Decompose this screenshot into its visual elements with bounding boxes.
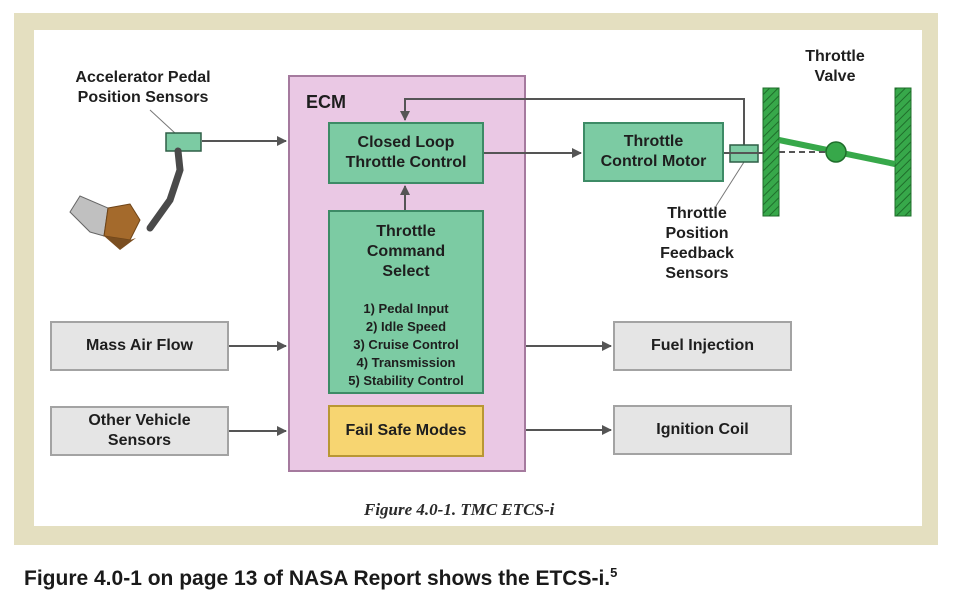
throttle-control-motor-box: Throttle Control Motor — [583, 122, 724, 182]
figure-caption: Figure 4.0-1. TMC ETCS-i — [364, 500, 555, 519]
accelerator-pedal-label: Accelerator Pedal Position Sensors — [75, 69, 211, 106]
throttle-command-select-title: Throttle Command Select — [366, 223, 446, 280]
other-vehicle-sensors-box: Other Vehicle Sensors — [50, 406, 229, 456]
fail-safe-modes-box: Fail Safe Modes — [328, 405, 484, 457]
feedback-label-pointer — [715, 161, 745, 207]
ignition-coil-box: Ignition Coil — [613, 405, 792, 455]
throttle-valve-icon — [724, 87, 912, 217]
report-caption: Figure 4.0-1 on page 13 of NASA Report s… — [24, 565, 617, 591]
throttle-feedback-sensors-label: Throttle Position Feedback Sensors — [660, 205, 734, 282]
throttle-valve-label: Throttle Valve — [805, 48, 865, 85]
throttle-command-select-box: Throttle Command Select 1) Pedal Input 2… — [328, 210, 484, 394]
ecm-label: ECM — [306, 92, 346, 112]
accelerator-pedal-icon — [69, 132, 202, 250]
mass-air-flow-box: Mass Air Flow — [50, 321, 229, 371]
fuel-injection-box: Fuel Injection — [613, 321, 792, 371]
report-caption-text: Figure 4.0-1 on page 13 of NASA Report s… — [24, 567, 611, 590]
pedal-label-pointer — [149, 109, 177, 135]
closed-loop-throttle-control-box: Closed Loop Throttle Control — [328, 122, 484, 184]
throttle-command-select-list: 1) Pedal Input 2) Idle Speed 3) Cruise C… — [348, 301, 464, 388]
footnote-marker: 5 — [610, 565, 618, 580]
feedback-loop-arrow — [400, 98, 745, 146]
